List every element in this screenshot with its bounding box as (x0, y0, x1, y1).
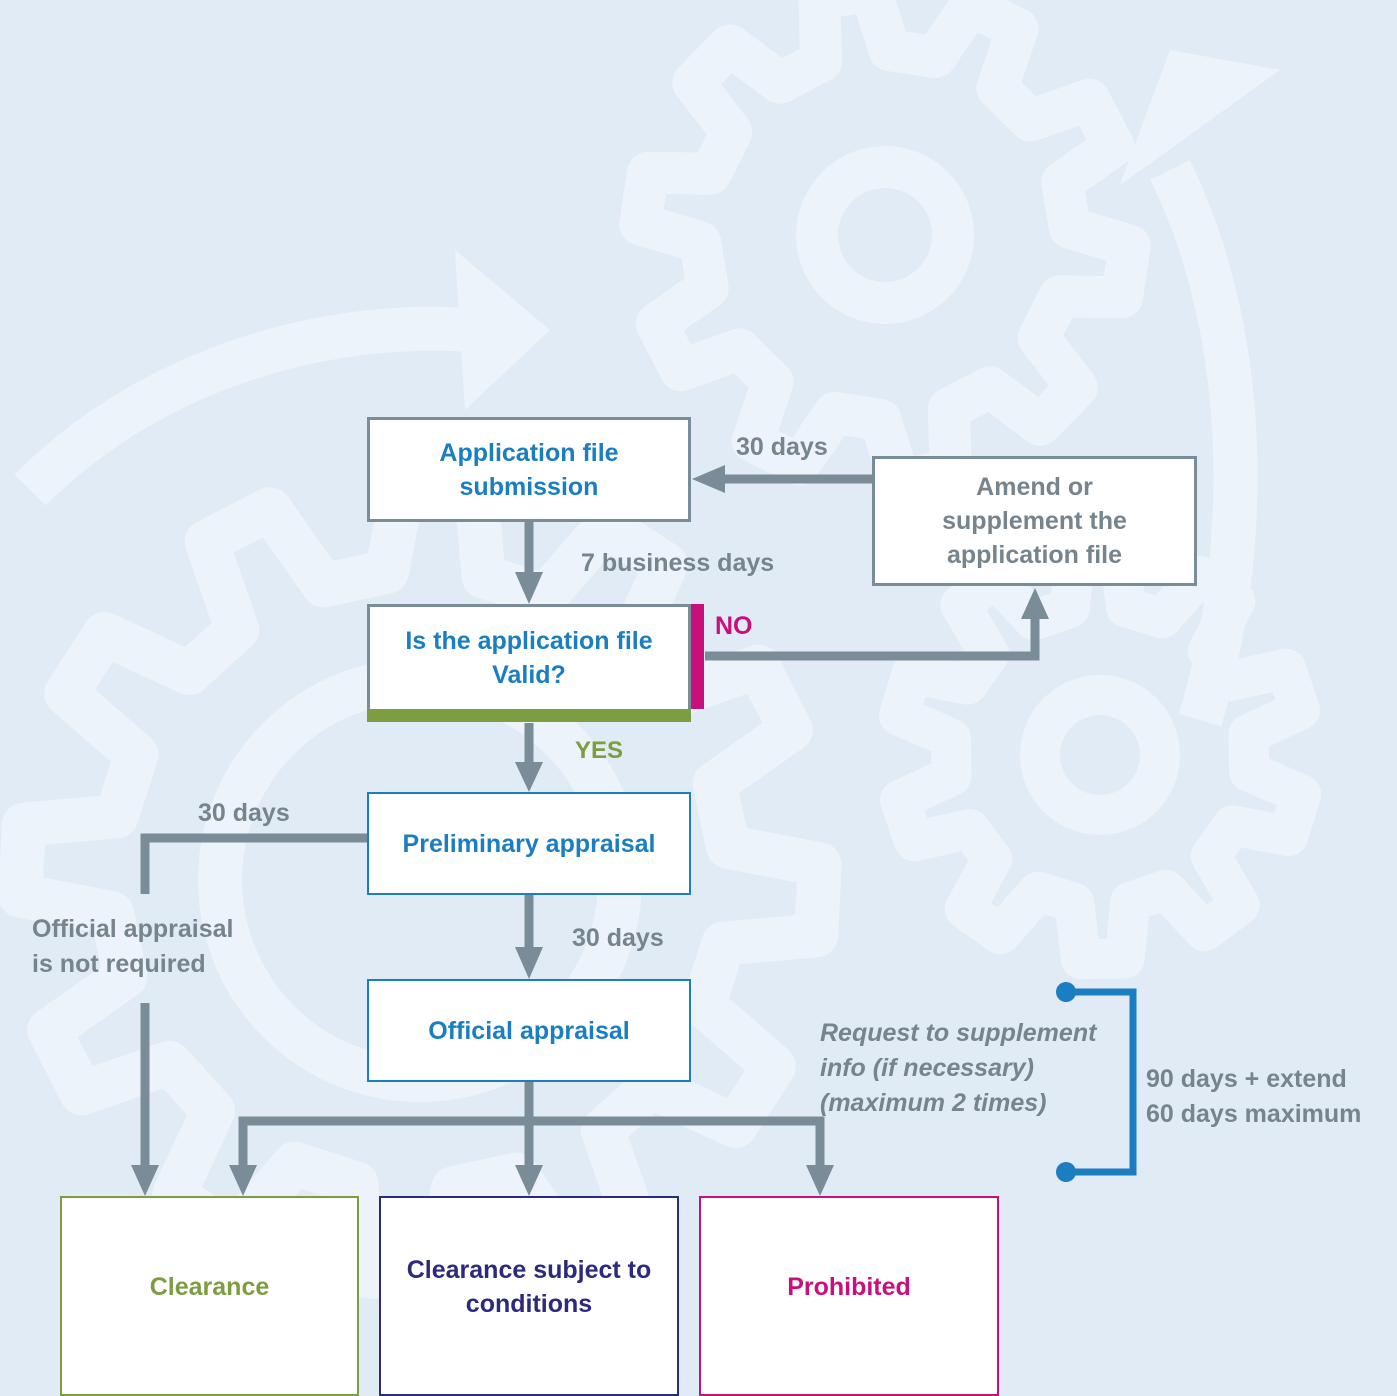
time-bracket (1066, 988, 1137, 1176)
prohibited-label: Prohibited (787, 1273, 911, 1301)
circular-arrow-left (14, 306, 472, 506)
circular-arrow-right (1150, 160, 1258, 727)
arrowhead-down-icon (515, 1165, 543, 1196)
clearance-box: Clearance (60, 1196, 359, 1396)
gear-large-bottom (0, 458, 842, 1302)
arrowhead-down-icon (806, 1165, 834, 1196)
arrowhead-down-icon (229, 1165, 257, 1196)
arrowhead-left-icon (692, 465, 725, 493)
request-line-1: Request to supplement (820, 1019, 1097, 1047)
time-limit-note: 90 days + extend 60 days maximum (1146, 1062, 1361, 1132)
application-file-submission-box: Application file submission (367, 417, 691, 522)
arrowhead-down-icon (131, 1165, 159, 1196)
clearance-label: Clearance (149, 1273, 270, 1301)
no-bar (690, 604, 704, 709)
business-days-label: 7 business days (581, 549, 775, 577)
application-file-submission-label: Application file submission (439, 438, 619, 501)
gear-large-top-hub (796, 146, 974, 324)
bracket-dot-top (1056, 982, 1076, 1002)
preliminary-appraisal-label: Preliminary appraisal (402, 829, 656, 858)
arrowhead-down-icon (515, 572, 543, 604)
official-duration-label: 30 days (572, 924, 664, 952)
request-line-3: (maximum 2 times) (820, 1089, 1047, 1117)
validity-check-box: Is the application file Valid? (367, 604, 691, 709)
amend-application-label: Amend or supplement the application file (942, 473, 1127, 569)
validity-check-label: Is the application file Valid? (405, 627, 653, 689)
clearance-with-conditions-box: Clearance subject to conditions (379, 1196, 679, 1396)
prohibited-box: Prohibited (699, 1196, 999, 1396)
yes-label: YES (575, 737, 624, 764)
gear-large-top (619, 0, 1151, 501)
connector-preliminary-to-clearance-top (140, 833, 367, 894)
official-appraisal-label: Official appraisal (428, 1016, 630, 1045)
arrowhead-left-icon (455, 250, 550, 410)
not-required-line-1: Official appraisal (32, 915, 234, 943)
arrowhead-down-icon (515, 947, 543, 979)
not-required-note: Official appraisal is not required (32, 912, 233, 982)
connector-no-to-amend (705, 615, 1040, 661)
gear-right-hub (1020, 675, 1180, 835)
preliminary-appraisal-box: Preliminary appraisal (367, 792, 691, 895)
preliminary-duration-label: 30 days (198, 799, 290, 827)
yes-bar (367, 709, 691, 722)
clearance-with-conditions-label: Clearance subject to conditions (406, 1256, 652, 1318)
not-required-line-2: is not required (32, 950, 206, 978)
arrowhead-up-icon (1021, 588, 1049, 619)
request-supplement-note: Request to supplement info (if necessary… (820, 1016, 1096, 1121)
connector-branch-bar (238, 1116, 825, 1168)
no-label: NO (715, 612, 753, 640)
bracket-dot-bottom (1056, 1162, 1076, 1182)
amend-application-box: Amend or supplement the application file (872, 456, 1197, 586)
time-limit-line-1: 90 days + extend (1146, 1065, 1347, 1093)
arrowhead-down-icon (515, 762, 543, 792)
time-limit-line-2: 60 days maximum (1146, 1100, 1362, 1128)
arrowhead-right-icon (1120, 50, 1280, 185)
request-line-2: info (if necessary) (820, 1054, 1034, 1082)
official-appraisal-box: Official appraisal (367, 979, 691, 1082)
amend-duration-label: 30 days (736, 433, 828, 461)
